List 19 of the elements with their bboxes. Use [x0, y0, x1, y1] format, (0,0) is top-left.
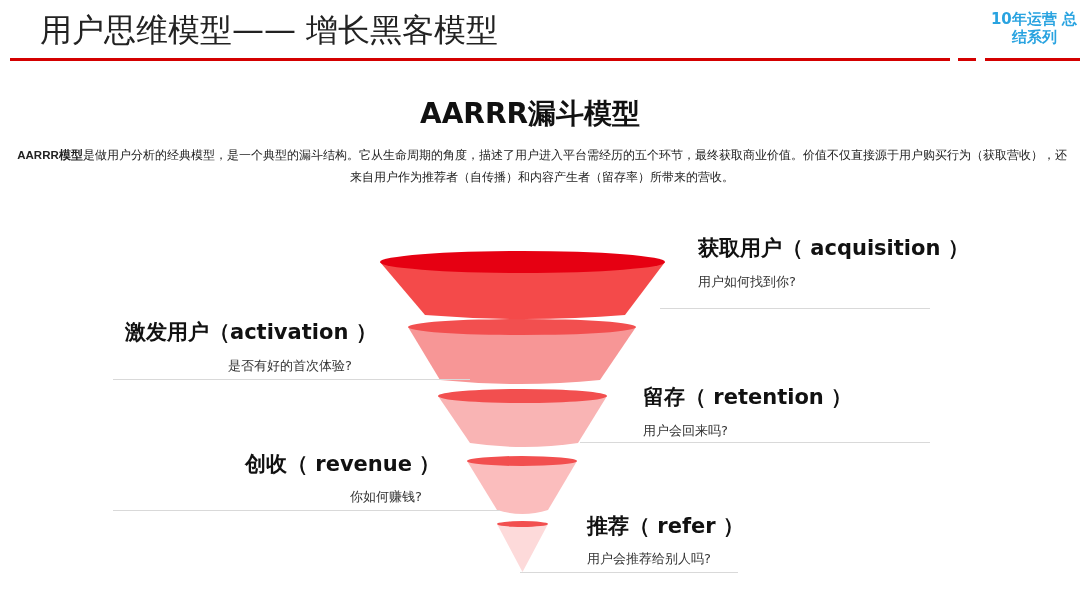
stage-question: 用户如何找到你?: [698, 273, 796, 291]
series-tag: 10年运营 总结系列: [990, 10, 1078, 46]
stage-question: 用户会回来吗?: [643, 422, 728, 440]
stage-heading: 推荐（ refer ）: [587, 513, 744, 540]
funnel-segment: [380, 251, 665, 319]
stage-heading: 获取用户（ acquisition ）: [698, 235, 969, 262]
funnel-segment: [497, 521, 548, 572]
description-paragraph: AARRR模型是做用户分析的经典模型，是一个典型的漏斗结构。它从生命周期的角度，描述了用户进入平台需经历的五个环节，最终获取商业价值。价值不仅直接源于用户购买行为（获取营收），还来自用户作为推荐者（自传播）和内容产生者（留存率）所带来的营收。: [16, 148, 1068, 185]
funnel-segment: [438, 389, 607, 447]
funnel-segment: [467, 456, 577, 514]
stage-question: 你如何赚钱?: [350, 488, 422, 506]
stage-question: 用户会推荐给别人吗?: [587, 550, 711, 568]
slide-title: 用户思维模型—— 增长黑客模型: [40, 10, 499, 50]
stage-heading: 留存（ retention ）: [643, 384, 853, 411]
diagram-heading: AARRR漏斗模型: [420, 96, 641, 132]
stage-heading: 创收（ revenue ）: [245, 451, 441, 478]
stage-question: 是否有好的首次体验?: [228, 357, 352, 375]
stage-heading: 激发用户（activation ）: [125, 319, 377, 346]
funnel-segment: [408, 319, 636, 384]
